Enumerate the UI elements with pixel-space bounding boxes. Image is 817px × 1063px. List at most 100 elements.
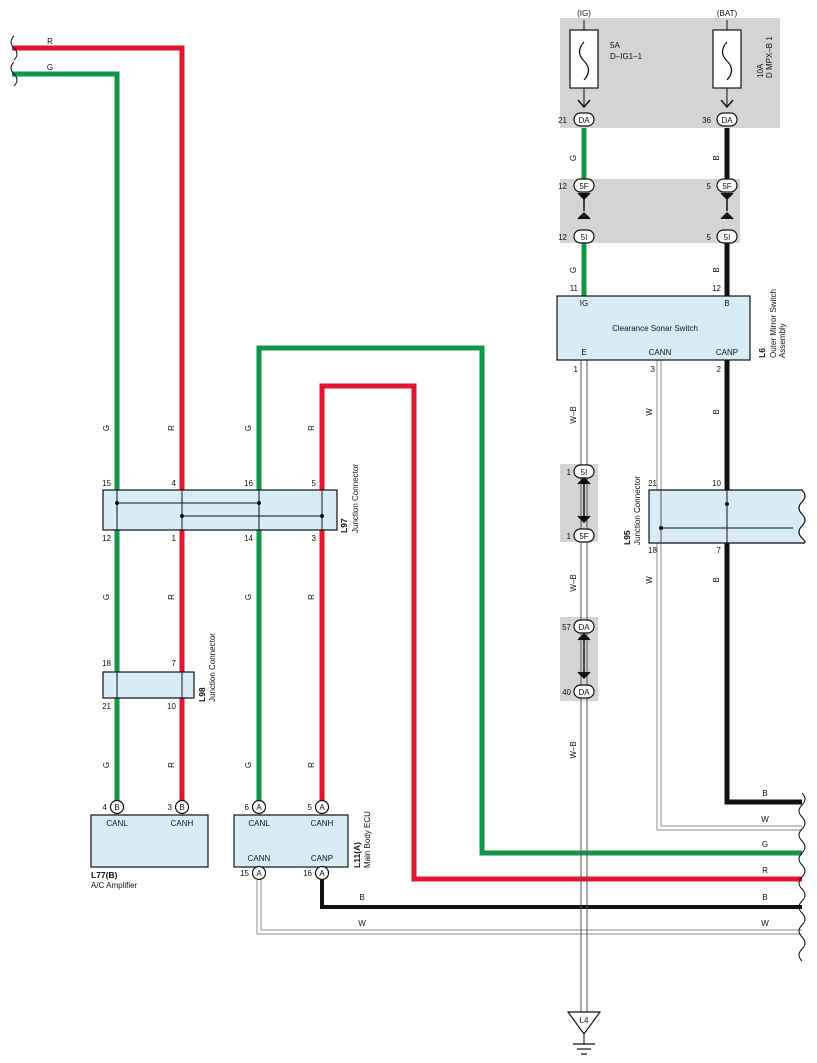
ac-amplifier (90, 814, 209, 868)
wire-label-g-l1: G (102, 425, 111, 431)
connector-5i-bat: 5I (716, 229, 738, 244)
svg-text:DA: DA (721, 116, 733, 125)
pin-bat-5f: 5 (707, 182, 712, 191)
pin-e-da-bottom: 40 (562, 688, 571, 697)
wire-label-wb-3: W–B (569, 741, 578, 758)
wire-r-top (12, 45, 185, 802)
pin-l97-14: 14 (244, 534, 253, 543)
svg-text:B: B (179, 803, 184, 812)
l11-pin-canp-label: CANP (311, 854, 333, 863)
l77-pin-canl-label: CANL (106, 819, 128, 828)
wire-label-wb-2: W–B (569, 574, 578, 591)
wire-w-l11 (256, 880, 802, 935)
l77-code: L77(B) (91, 870, 118, 880)
svg-text:A: A (319, 869, 325, 878)
connector-da-bat: DA (716, 112, 738, 127)
wire-label-b-bat-2: B (712, 267, 721, 272)
pin-l97-15: 15 (102, 479, 111, 488)
bus-label-g: G (762, 840, 768, 849)
junction-l98 (102, 671, 195, 699)
pin-e-5i: 1 (567, 468, 572, 477)
l97-desc: Junction Connector (351, 464, 360, 533)
svg-text:A: A (256, 869, 262, 878)
l77-desc: A/C Amplifier (91, 881, 138, 890)
pin-ig-5f: 12 (558, 182, 567, 191)
pin-l98-18: 18 (102, 659, 111, 668)
wire-b-l11 (320, 880, 802, 909)
l95-code: L95 (622, 530, 632, 545)
wire-label-r-l4: R (307, 594, 316, 600)
wire-label-wb-1: W–B (569, 406, 578, 423)
ground-l4 (566, 1011, 602, 1055)
pin-l97-16: 16 (244, 479, 253, 488)
pin-l95-7: 7 (717, 546, 722, 555)
pin-l77-canl: 4 (103, 803, 108, 812)
wire-r-l11 (319, 383, 802, 882)
l95-desc: Junction Connector (633, 476, 642, 545)
pin-sw-b: 12 (712, 284, 721, 293)
l97-code: L97 (339, 518, 349, 533)
wire-label-g-l5: G (102, 762, 111, 768)
pin-sw-ig: 11 (570, 284, 579, 293)
svg-text:5F: 5F (579, 182, 588, 191)
bus-label-w-l11: W (358, 919, 366, 928)
connector-l11-cann: A (251, 865, 267, 881)
junction-l97 (102, 489, 338, 531)
wire-label-g-ig-2: G (569, 267, 578, 273)
pin-l98-7: 7 (172, 659, 177, 668)
pin-sw-e: 1 (574, 365, 579, 374)
bat-fuse-amp: 10A (756, 63, 765, 78)
l98-code: L98 (197, 687, 207, 702)
wire-label-r-l3: R (167, 594, 176, 600)
ground-code: L4 (580, 1016, 589, 1025)
switch-pin-ig-label: IG (580, 299, 588, 308)
l98-desc: Junction Connector (208, 633, 217, 702)
pin-l97-1: 1 (172, 534, 177, 543)
off-page-break-left (10, 35, 18, 87)
switch-pin-e-label: E (581, 348, 586, 357)
wire-label-b-bat-1: B (712, 155, 721, 160)
wire-label-w-cann-1: W (645, 408, 654, 416)
switch-pin-cann-label: CANN (649, 348, 672, 357)
pin-l95-18: 18 (648, 546, 657, 555)
pin-l97-4: 4 (172, 479, 177, 488)
wire-label-g-top: G (47, 63, 53, 72)
pin-bat-5i: 5 (707, 233, 712, 242)
connector-5i-ground: 5I (573, 464, 595, 524)
svg-text:A: A (319, 803, 325, 812)
pin-l95-21: 21 (648, 479, 657, 488)
wire-label-g-l6: G (244, 762, 253, 768)
connector-l11-canl: A (251, 799, 267, 815)
l77-pin-canh-label: CANH (171, 819, 194, 828)
connector-l11-canp: A (314, 865, 330, 881)
clearance-sonar-switch (556, 295, 751, 361)
switch-desc-line2: Assembly (778, 323, 787, 358)
wire-label-g-l2: G (244, 425, 253, 431)
pin-l95-10: 10 (712, 479, 721, 488)
fuse-bat (712, 20, 742, 109)
svg-text:B: B (114, 803, 119, 812)
switch-code: L6 (757, 348, 767, 358)
ig-fuse-amp: 5A (610, 41, 620, 50)
pin-e-da-top: 57 (562, 623, 571, 632)
l11-pin-cann-label: CANN (248, 854, 271, 863)
connector-da-ig: DA (573, 112, 595, 127)
l11-pin-canl-label: CANL (248, 819, 270, 828)
l11-pin-canh-label: CANH (311, 819, 334, 828)
connector-5f-ig: 5F (573, 178, 595, 220)
wire-label-r-l6: R (307, 762, 316, 768)
wire-g-top (12, 71, 120, 802)
pin-ig-5i: 12 (558, 233, 567, 242)
svg-text:5I: 5I (724, 233, 731, 242)
pin-e-5f: 1 (567, 532, 572, 541)
pin-l97-3: 3 (312, 534, 317, 543)
wire-label-g-l3: G (102, 594, 111, 600)
bus-label-w-2: W (761, 919, 769, 928)
connector-da-ground-top: DA (573, 619, 595, 680)
svg-text:DA: DA (578, 688, 590, 697)
svg-text:5I: 5I (581, 468, 588, 477)
pin-bat-da: 36 (702, 116, 711, 125)
svg-text:5F: 5F (722, 182, 731, 191)
wire-label-w-cann-2: W (645, 576, 654, 584)
pin-l77-canh: 3 (168, 803, 173, 812)
